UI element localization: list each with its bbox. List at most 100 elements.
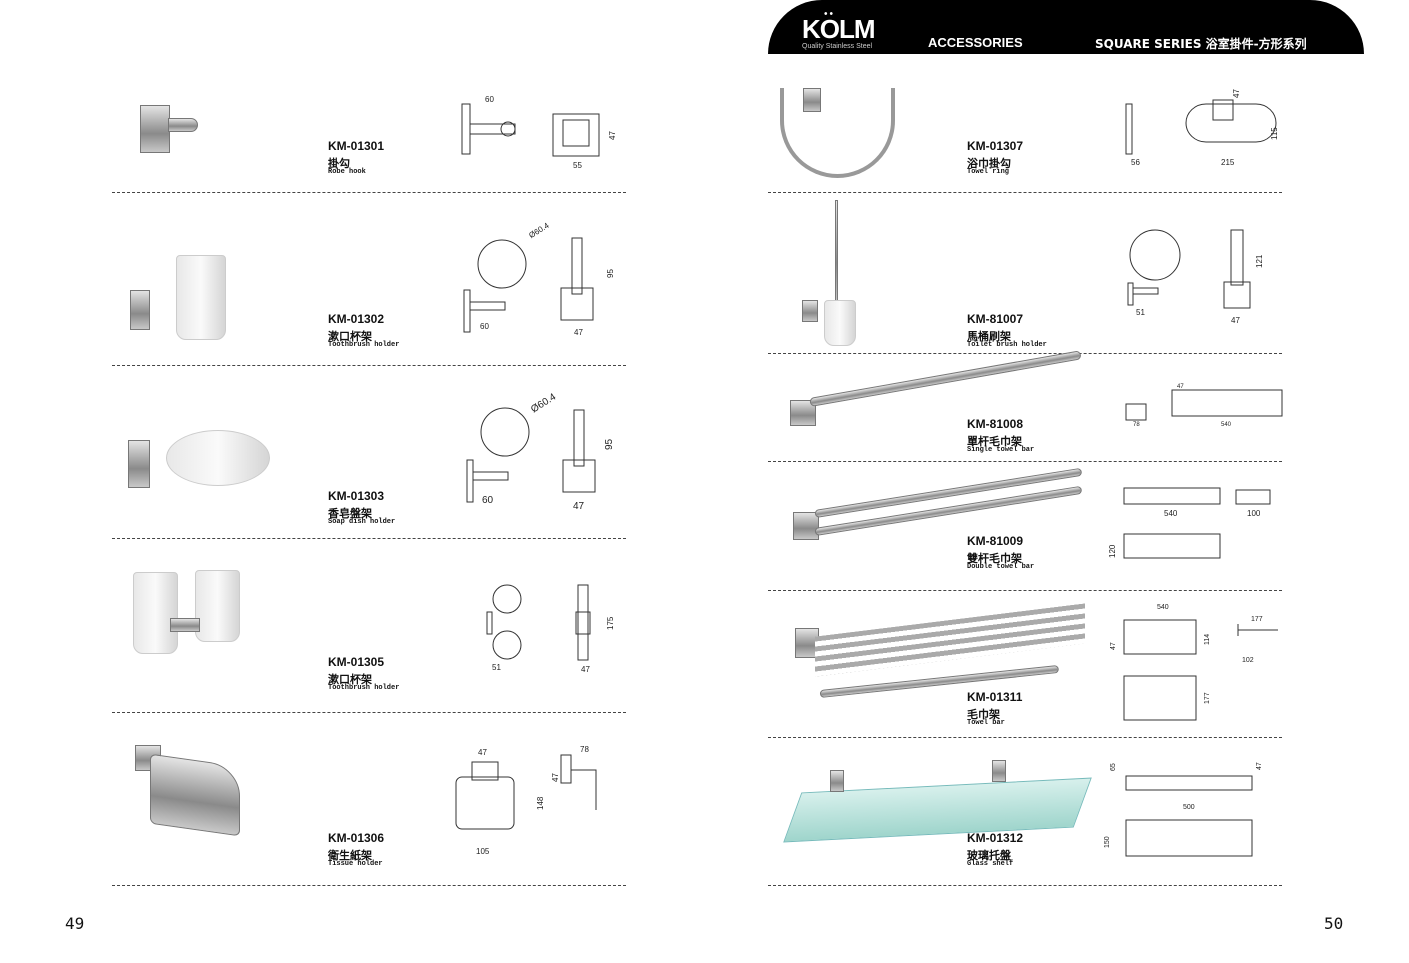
divider xyxy=(112,538,626,539)
dimension-label: 177 xyxy=(1251,616,1263,623)
product-name-cn: 馬桶刷架 xyxy=(967,330,1011,343)
dimension-label: 47 xyxy=(1256,762,1263,770)
product-name-cn: 漱口杯架 xyxy=(328,330,372,343)
product-name-en: Toothbrush holder xyxy=(328,684,400,692)
product-name-en: Glass shelf xyxy=(967,860,1014,868)
product-code: KM-01305 xyxy=(328,655,385,669)
single-towel-bar-photo xyxy=(809,350,1082,407)
dimension-label: 47 xyxy=(551,773,560,782)
dimension-label: 47 xyxy=(573,501,585,512)
toilet-brush-base xyxy=(802,300,818,322)
dimension-label: 175 xyxy=(606,616,615,630)
product-name-en: Robe hook xyxy=(328,168,366,176)
catalog-header: KOLM Quality Stainless Steel ACCESSORIES… xyxy=(768,0,1364,54)
dimension-label: 105 xyxy=(476,847,490,856)
toothbrush-holder-photo xyxy=(130,290,150,330)
dimension-label: 540 xyxy=(1164,509,1178,518)
dimension-label: 51 xyxy=(492,663,501,672)
dimension-label: 540 xyxy=(1221,422,1232,428)
towel-ring-photo xyxy=(780,88,895,178)
product-name-cn: 單杆毛巾架 xyxy=(967,435,1022,448)
dimension-label: 47 xyxy=(581,665,590,674)
product-name-en: Double towel bar xyxy=(967,563,1035,571)
section-title: ACCESSORIES xyxy=(928,35,1023,50)
page-number-right: 50 xyxy=(1324,914,1344,933)
glass-cup xyxy=(195,570,240,642)
dimension-label: 65 xyxy=(1110,763,1117,771)
toilet-brush-cup xyxy=(824,300,856,346)
dimension-label: 47 xyxy=(1110,642,1117,650)
dimension-label: 51 xyxy=(1136,308,1145,317)
dimension-label: Ø60.4 xyxy=(527,220,551,241)
dimension-label: 78 xyxy=(1133,422,1140,428)
glass-shelf-bracket xyxy=(992,760,1006,782)
product-code: KM-01312 xyxy=(967,831,1024,845)
double-bar-base xyxy=(793,512,819,540)
dimension-label: 115 xyxy=(1270,127,1279,140)
dimension-label: 148 xyxy=(536,796,545,810)
divider xyxy=(112,192,626,193)
dimension-label: 114 xyxy=(1204,633,1211,645)
dimension-label: 60 xyxy=(480,322,489,331)
divider xyxy=(768,461,1282,462)
dimension-label: 95 xyxy=(606,269,615,278)
product-name-en: Single towel bar xyxy=(967,446,1035,454)
dimension-label: 56 xyxy=(1131,158,1140,167)
glass-shelf-bracket xyxy=(830,770,844,792)
dimension-label: 120 xyxy=(1108,544,1117,558)
dimension-label: 121 xyxy=(1255,254,1264,268)
toilet-brush-handle xyxy=(835,200,838,305)
product-name-cn: 雙杆毛巾架 xyxy=(967,552,1022,565)
dimension-label: 102 xyxy=(1242,657,1254,664)
dimension-label: 55 xyxy=(573,161,582,170)
product-name-cn: 浴巾掛勾 xyxy=(967,157,1011,170)
product-code: KM-81009 xyxy=(967,534,1024,548)
dimension-label: 100 xyxy=(1247,509,1261,518)
product-code: KM-81008 xyxy=(967,417,1024,431)
divider xyxy=(768,353,1282,354)
divider xyxy=(112,712,626,713)
product-name-cn: 香皂盤架 xyxy=(328,507,372,520)
product-code: KM-01303 xyxy=(328,489,385,503)
soap-dish xyxy=(166,430,270,486)
product-name-en: Tissue holder xyxy=(328,860,383,868)
product-name-en: Toothbrush holder xyxy=(328,341,400,349)
brand-tagline: Quality Stainless Steel xyxy=(802,43,873,50)
divider xyxy=(768,885,1282,886)
product-code: KM-01301 xyxy=(328,139,385,153)
dimension-label: 60 xyxy=(482,495,494,506)
product-code: KM-01307 xyxy=(967,139,1024,153)
dimension-label: 47 xyxy=(478,748,487,757)
dimension-label: 150 xyxy=(1104,836,1111,848)
product-name-cn: 毛巾架 xyxy=(967,708,1000,721)
product-code: KM-01302 xyxy=(328,312,385,326)
divider xyxy=(768,590,1282,591)
product-name-en: Toilet brush holder xyxy=(967,341,1047,349)
product-name-cn: 漱口杯架 xyxy=(328,673,372,686)
glass-cup xyxy=(176,255,226,340)
product-code: KM-01306 xyxy=(328,831,385,845)
towel-ring-base xyxy=(803,88,821,112)
product-code: KM-81007 xyxy=(967,312,1024,326)
dimension-label: 47 xyxy=(608,131,617,140)
product-name-cn: 掛勾 xyxy=(328,157,350,170)
product-code: KM-01311 xyxy=(967,690,1023,704)
dimension-label: 47 xyxy=(1231,316,1240,325)
soap-dish-photo xyxy=(128,440,150,488)
dimension-label: 47 xyxy=(574,328,583,337)
dimension-label: 47 xyxy=(1232,89,1241,98)
divider xyxy=(768,192,1282,193)
robe-hook-arm xyxy=(168,118,198,132)
glass-cup xyxy=(133,572,178,654)
tissue-holder-cover xyxy=(150,753,240,837)
divider xyxy=(112,365,626,366)
dimension-label: 78 xyxy=(580,745,589,754)
brand-logo: KOLM xyxy=(802,12,876,44)
product-name-en: Towel ring xyxy=(967,168,1010,176)
dimension-label: 60 xyxy=(485,95,494,104)
divider xyxy=(768,737,1282,738)
divider xyxy=(112,885,626,886)
double-cup-bracket xyxy=(170,618,200,632)
dimension-label: 540 xyxy=(1157,604,1169,611)
product-name-cn: 玻璃托盤 xyxy=(967,849,1011,862)
